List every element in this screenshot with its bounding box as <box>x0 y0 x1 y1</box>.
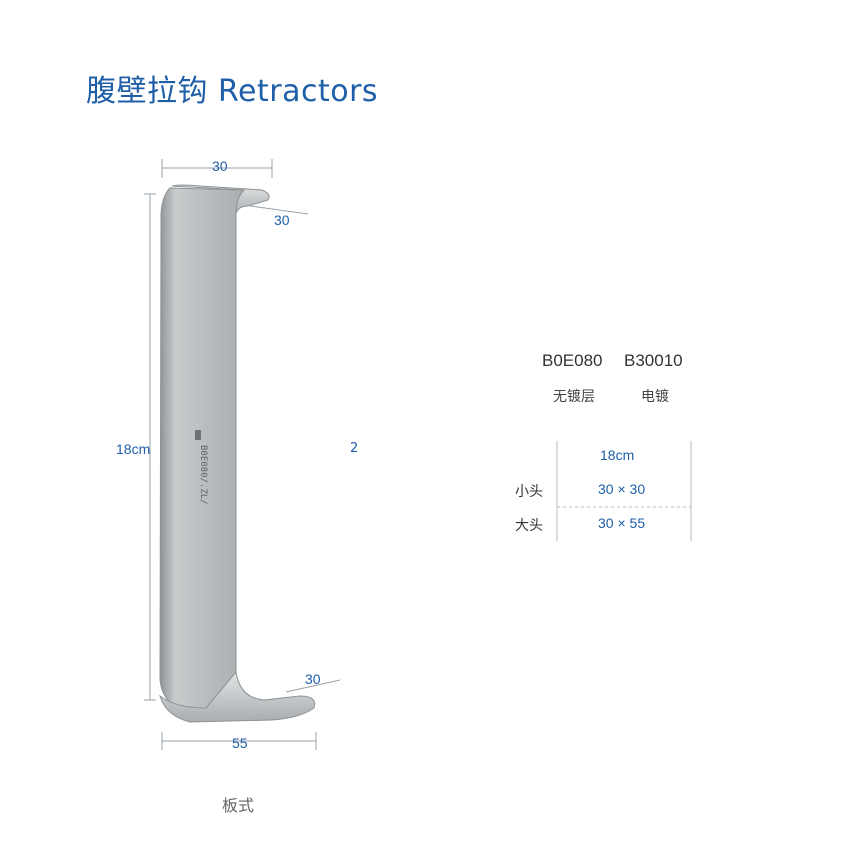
page-title: 腹壁拉钩 Retractors <box>86 74 379 109</box>
dim-top-width: 30 <box>212 158 228 174</box>
dim-length: 18cm <box>116 441 151 457</box>
spec-row-value-large: 30 × 55 <box>598 515 646 531</box>
engraving-text: B0E080/.ZL/ <box>198 445 208 505</box>
spec-row-value-small: 30 × 30 <box>598 481 646 497</box>
retractor-top-lip <box>171 184 270 215</box>
dim-top-lip: 30 <box>274 212 290 228</box>
finish-label-2: 电镀 <box>641 389 669 405</box>
spec-row-label-small: 小头 <box>515 484 543 500</box>
spec-row-label-large: 大头 <box>515 518 543 534</box>
product-code-2: B30010 <box>624 351 683 370</box>
stray-mark: 2 <box>350 441 359 456</box>
dim-bottom-width: 55 <box>232 735 248 751</box>
retractor-bottom-lip <box>159 670 316 723</box>
drawing-caption: 板式 <box>222 796 255 815</box>
product-code-1: B0E080 <box>542 351 603 370</box>
spec-table-header: 18cm <box>600 447 635 463</box>
dim-bottom-lip: 30 <box>305 671 321 687</box>
finish-label-1: 无镀层 <box>553 389 595 405</box>
dimension-lines <box>144 159 341 750</box>
engraving-logo <box>195 430 201 440</box>
